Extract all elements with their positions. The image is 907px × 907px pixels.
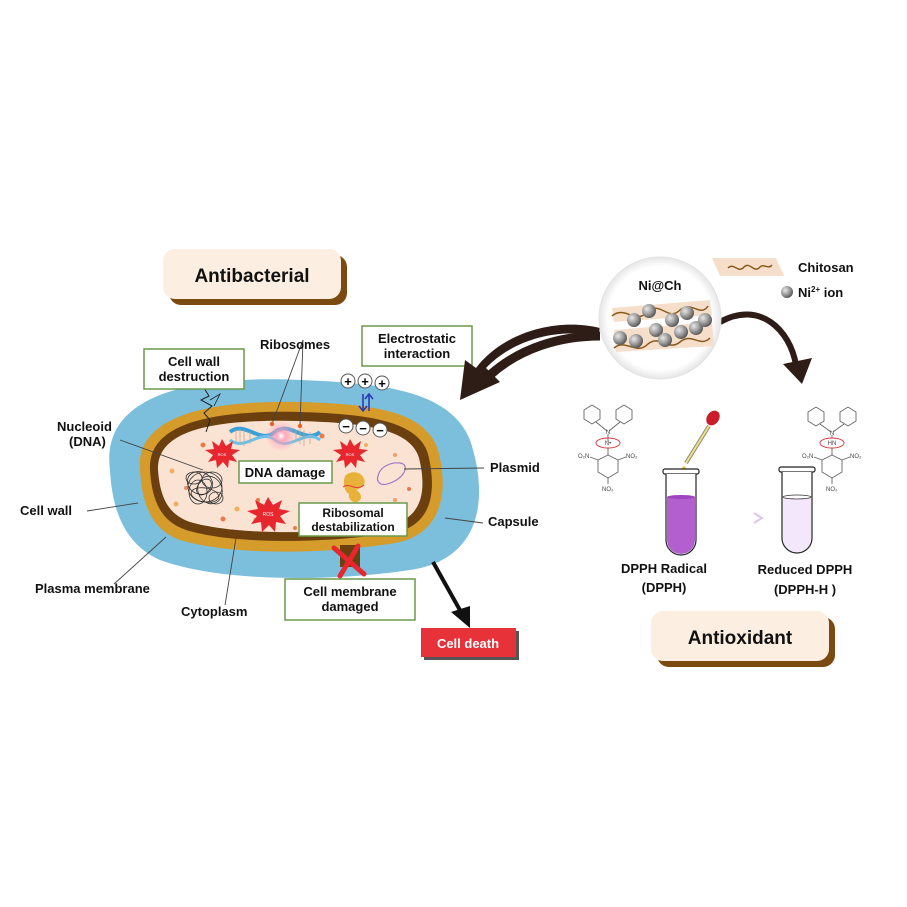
svg-text:NO₂: NO₂ [626, 454, 638, 460]
box-electrostatic-interaction: Electrostatic interaction [361, 325, 473, 367]
ribosome [342, 472, 365, 503]
dpph-radical-label: DPPH Radical [621, 561, 707, 576]
dpph-h-structure [807, 406, 857, 484]
reduced-dpph-sublabel: (DPPH-H ) [774, 582, 836, 597]
label-capsule: Capsule [488, 514, 539, 529]
ni-ion-spheres [613, 304, 712, 348]
svg-text:NO₂: NO₂ [850, 454, 862, 460]
svg-text:Cell wall: Cell wall [168, 354, 220, 369]
svg-text:damaged: damaged [321, 599, 378, 614]
reduced-dpph-tube [778, 466, 816, 554]
ribosome-dot [269, 421, 275, 427]
dna-damage-spark [265, 420, 297, 452]
svg-text:N: N [606, 430, 610, 436]
antioxidant-title: Antioxidant [688, 628, 793, 649]
svg-text:Electrostatic: Electrostatic [378, 331, 456, 346]
dpph-radical-center-atom: N• [605, 441, 611, 447]
svg-text:+: + [361, 374, 369, 389]
label-plasma-membrane: Plasma membrane [35, 581, 150, 596]
legend: Chitosan Ni2+ ion [712, 258, 854, 300]
leader-lines [86, 339, 485, 606]
cell-death-badge: Cell death [421, 628, 519, 660]
svg-text:destabilization: destabilization [311, 520, 394, 534]
legend-ni-label: Ni2+ ion [798, 285, 843, 300]
nanocomposite-name: Ni@Ch [638, 278, 681, 293]
svg-text:Cell membrane: Cell membrane [303, 584, 396, 599]
ribosome-dot [297, 423, 303, 429]
svg-text:+: + [344, 374, 352, 389]
svg-text:O₂N: O₂N [802, 454, 813, 460]
legend-chitosan: Chitosan [712, 258, 854, 276]
ros-burst-1: ROS [205, 439, 240, 468]
legend-chitosan-label: Chitosan [798, 260, 854, 275]
sphere-icon [781, 286, 793, 298]
svg-text:Cell death: Cell death [437, 636, 499, 651]
svg-text:NO₂: NO₂ [826, 487, 838, 493]
svg-text:interaction: interaction [384, 346, 451, 361]
svg-text:NO₂: NO₂ [602, 487, 614, 493]
membrane-damage-x-icon [331, 543, 367, 579]
label-plasmid: Plasmid [490, 460, 540, 475]
label-ribosomes: Ribosomes [260, 337, 330, 352]
arrow-to-cell-death [431, 561, 470, 628]
antioxidant-title-panel: Antioxidant [651, 611, 835, 667]
nucleoid-dna-tangle [185, 471, 224, 505]
svg-text:destruction: destruction [159, 369, 230, 384]
reduction-arrow [708, 512, 764, 524]
plasmid [376, 462, 406, 486]
attraction-arrows-icon [358, 392, 374, 413]
svg-text:−: − [376, 423, 384, 438]
arrowhead [783, 358, 812, 384]
negative-charges: − − − [338, 418, 388, 438]
svg-text:DNA damage: DNA damage [245, 465, 325, 480]
dpph-radical-sublabel: (DPPH) [642, 580, 687, 595]
svg-text:Ribosomal: Ribosomal [322, 506, 383, 520]
positive-charges: + + + [340, 373, 390, 391]
ros-label: ROS [346, 452, 355, 457]
dropper-icon [682, 410, 720, 470]
box-ribosomal-destabilization: Ribosomal destabilization [298, 502, 408, 537]
dna-helix [228, 420, 322, 452]
curved-arrow-to-antioxidant [718, 311, 799, 366]
ros-burst-3: ROS [247, 497, 290, 532]
ros-label: ROS [263, 512, 275, 518]
box-dna-damage: DNA damage [238, 460, 333, 484]
label-nucleoid-dna: (DNA) [69, 434, 106, 449]
wavy-chain-icon [712, 258, 784, 276]
svg-text:−: − [342, 419, 350, 434]
svg-text:N: N [830, 431, 834, 437]
reduced-dpph-label: Reduced DPPH [758, 562, 853, 577]
antibacterial-title-panel: Antibacterial [163, 249, 347, 305]
ros-label: ROS [218, 452, 227, 457]
antibacterial-title: Antibacterial [194, 266, 309, 287]
dpph-radical-tube [662, 468, 700, 556]
box-cell-membrane-damaged: Cell membrane damaged [284, 578, 416, 621]
dpph-h-center-atom: HN [828, 441, 837, 447]
svg-text:O₂N: O₂N [578, 454, 589, 460]
ros-burst-2: ROS [333, 439, 368, 468]
label-nucleoid: Nucleoid [57, 419, 112, 434]
label-cell-wall: Cell wall [20, 503, 72, 518]
cell-wall-crack [199, 387, 213, 433]
legend-ni-ion: Ni2+ ion [781, 285, 843, 300]
box-cell-wall-destruction: Cell wall destruction [143, 348, 245, 390]
label-cytoplasm: Cytoplasm [181, 604, 247, 619]
dpph-radical-structure [583, 404, 633, 484]
curved-arrow-to-antibacterial [460, 324, 600, 400]
svg-text:−: − [359, 421, 367, 436]
svg-text:+: + [378, 376, 386, 391]
ni-at-ch-circle: Ni@Ch [598, 256, 722, 380]
